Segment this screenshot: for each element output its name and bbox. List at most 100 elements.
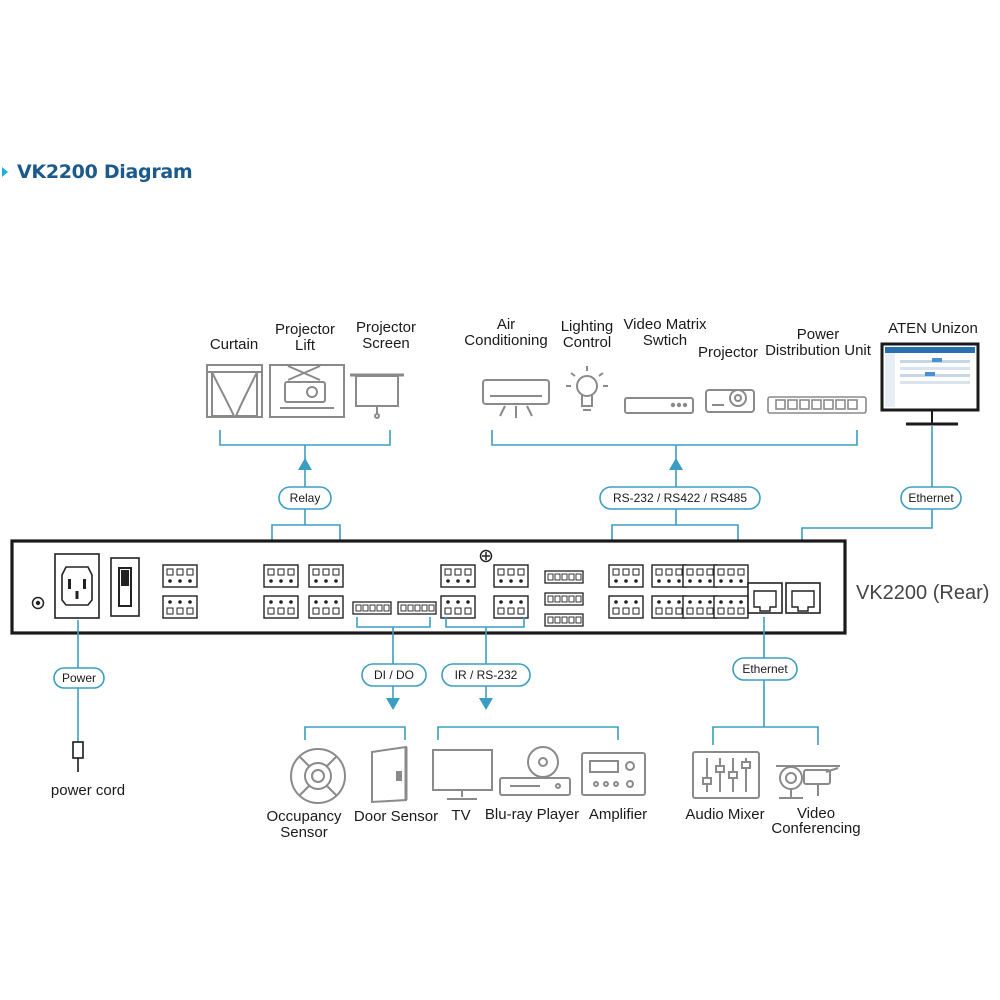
curtain-label: Curtain: [210, 336, 258, 353]
serial-terminal-block: [608, 595, 644, 619]
terminal-block: [544, 570, 584, 584]
power-pill: [53, 667, 105, 689]
projector-screen-label-line2: Screen: [362, 335, 410, 352]
air-conditioning-label-line2: Conditioning: [464, 332, 547, 349]
ground-screw-icon: [31, 596, 45, 610]
projector-lift-icon: [269, 364, 345, 418]
relay-terminal-block: [162, 595, 198, 619]
light-bulb-icon: [566, 366, 608, 411]
bluray-player-icon: [499, 746, 571, 796]
serial-terminal-block: [713, 595, 749, 619]
dido-terminal-block: [397, 601, 437, 615]
vk2200-rear-panel: [10, 539, 847, 635]
video-conferencing-icon: [776, 765, 840, 799]
ir-rs232-pill: [441, 663, 531, 687]
door-sensor-label: Door Sensor: [354, 808, 438, 825]
ir-terminal-block: [493, 595, 529, 619]
title-marker-icon: [2, 167, 8, 177]
serial-terminal-block: [651, 564, 687, 588]
curtain-icon: [206, 364, 263, 418]
ir-terminal-block: [493, 564, 529, 588]
power-connection: Power: [53, 620, 105, 742]
video-matrix-switch-icon: [624, 397, 694, 414]
audio-mixer-label: Audio Mixer: [685, 806, 764, 823]
dido-pill: [361, 663, 427, 687]
terminal-block: [544, 613, 584, 627]
air-conditioner-icon: [482, 379, 550, 418]
occupancy-label-line1: Occupancy: [266, 808, 342, 825]
power-plug-icon: [72, 741, 84, 772]
audio-mixer-icon: [692, 751, 760, 799]
ethernet-port-1: [747, 582, 783, 614]
pdu-label-line1: Power: [797, 326, 840, 343]
projector-label: Projector: [698, 344, 758, 361]
relay-terminal-block: [162, 564, 198, 588]
projector-icon: [705, 389, 755, 413]
projector-screen-label-line1: Projector: [356, 319, 416, 336]
ac-power-inlet: [54, 553, 100, 619]
relay-terminal-block: [308, 564, 344, 588]
ir-rs232-connection: IR / RS-232: [437, 617, 619, 740]
terminal-block: [544, 592, 584, 606]
bluray-label: Blu-ray Player: [485, 806, 579, 823]
relay-terminal-block: [263, 595, 299, 619]
occupancy-sensor-icon: [290, 748, 346, 804]
ir-terminal-block: [440, 595, 476, 619]
video-conferencing-label-line1: Video: [797, 805, 835, 822]
page-title-text: VK2200 Diagram: [17, 161, 193, 183]
relay-terminal-block: [308, 595, 344, 619]
serial-terminal-block: [682, 564, 718, 588]
amplifier-label: Amplifier: [589, 806, 647, 823]
occupancy-label-line2: Sensor: [280, 824, 328, 841]
air-conditioning-label-line1: Air: [497, 316, 515, 333]
relay-label: Relay: [290, 491, 321, 505]
projector-screen-icon: [350, 373, 404, 419]
ethernet-bottom-label: Ethernet: [742, 662, 788, 676]
tv-label: TV: [451, 807, 470, 824]
lighting-control-label-line1: Lighting: [561, 318, 614, 335]
power-cord-label: power cord: [51, 782, 125, 799]
page-title: VK2200 Diagram: [0, 157, 193, 187]
serial-terminal-block: [713, 564, 749, 588]
dido-connection: DI / DO: [304, 617, 431, 740]
ethernet-port-2: [785, 582, 821, 614]
video-matrix-label-line1: Video Matrix: [623, 316, 707, 333]
lighting-control-label-line2: Control: [563, 334, 611, 351]
serial-pill: [599, 486, 761, 510]
projector-lift-label-line1: Projector: [275, 321, 335, 338]
serial-terminal-block: [608, 564, 644, 588]
serial-terminal-block: [651, 595, 687, 619]
door-sensor-icon: [371, 745, 408, 804]
dido-arrow-icon: [386, 698, 400, 710]
device-label: VK2200 (Rear): [856, 582, 989, 604]
relay-terminal-block: [263, 564, 299, 588]
amplifier-icon: [581, 752, 646, 796]
video-conferencing-label-line2: Conferencing: [771, 820, 860, 837]
power-label: Power: [62, 671, 96, 685]
monitor-icon: [880, 342, 980, 426]
serial-arrow-icon: [669, 458, 683, 470]
dido-label: DI / DO: [374, 668, 414, 682]
serial-label: RS-232 / RS422 / RS485: [613, 491, 747, 505]
power-distribution-unit-icon: [767, 396, 867, 414]
panel-screw-icon: [479, 549, 493, 563]
serial-terminal-block: [682, 595, 718, 619]
ir-rs232-label: IR / RS-232: [455, 668, 518, 682]
ethernet-bottom-pill: [732, 657, 798, 681]
power-switch: [110, 557, 140, 617]
ethernet-top-pill: [900, 486, 962, 510]
tv-icon: [432, 749, 493, 800]
relay-arrow-icon: [298, 458, 312, 470]
video-matrix-label-line2: Swtich: [643, 332, 687, 349]
ir-terminal-block: [440, 564, 476, 588]
projector-lift-label-line2: Lift: [295, 337, 316, 354]
pdu-label-line2: Distribution Unit: [765, 342, 872, 359]
relay-pill: [278, 486, 332, 510]
ethernet-top-label: Ethernet: [908, 491, 954, 505]
dido-terminal-block: [352, 601, 392, 615]
aten-unizon-label: ATEN Unizon: [888, 320, 978, 337]
ethernet-bottom-connection: Ethernet: [712, 617, 819, 745]
serial-connection: RS-232 / RS422 / RS485: [491, 430, 858, 560]
ir-rs232-arrow-icon: [479, 698, 493, 710]
